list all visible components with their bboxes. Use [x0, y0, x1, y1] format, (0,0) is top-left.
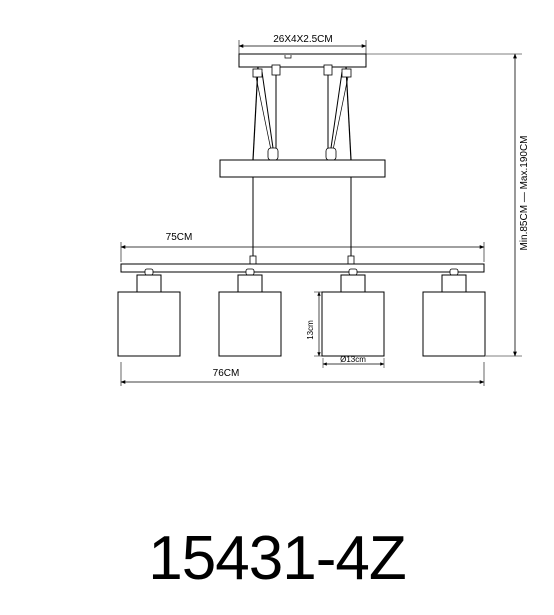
lamp-shade: [422, 291, 486, 357]
lamp-socket: [340, 274, 366, 293]
drop-wires: [249, 177, 355, 267]
length-75-label: 75CM: [166, 232, 193, 243]
canopy-dimension-label: 26X4X2.5CM: [273, 34, 332, 45]
lamp-socket-cap: [245, 268, 255, 276]
shade-diameter-label: Ø13cm: [340, 355, 366, 364]
lamp-socket: [237, 274, 263, 293]
length-76-dimension: 76CM: [120, 362, 485, 386]
upper-crossbar: [219, 159, 386, 178]
lamp-shade: [321, 291, 385, 357]
length-76-label: 76CM: [213, 368, 240, 379]
lamp-socket-cap: [348, 268, 358, 276]
suspension-cables: [252, 64, 352, 161]
lower-bar: [120, 263, 485, 273]
lamp-1: [117, 268, 181, 357]
lamp-2: [218, 268, 282, 357]
lamp-socket: [136, 274, 162, 293]
lamp-3: [321, 268, 385, 357]
lamp-shade: [117, 291, 181, 357]
lamp-socket-cap: [144, 268, 154, 276]
product-model: 15431-4Z: [148, 524, 406, 593]
lamp-socket-cap: [449, 268, 459, 276]
height-range-label: Min.85CM — Max.190CM: [519, 135, 530, 250]
shade-diameter-dimension: Ø13cm: [322, 355, 385, 368]
canopy: [238, 53, 367, 68]
lamp-shade: [218, 291, 282, 357]
length-75-dimension: 75CM: [120, 232, 485, 262]
shade-height-dimension: 13cm: [306, 291, 328, 357]
lamp-4: [422, 268, 486, 357]
height-dimension: Min.85CM — Max.190CM: [366, 53, 530, 357]
lamp-socket: [441, 274, 467, 293]
shade-height-label: 13cm: [306, 320, 315, 340]
lamp-shades: [117, 268, 486, 357]
